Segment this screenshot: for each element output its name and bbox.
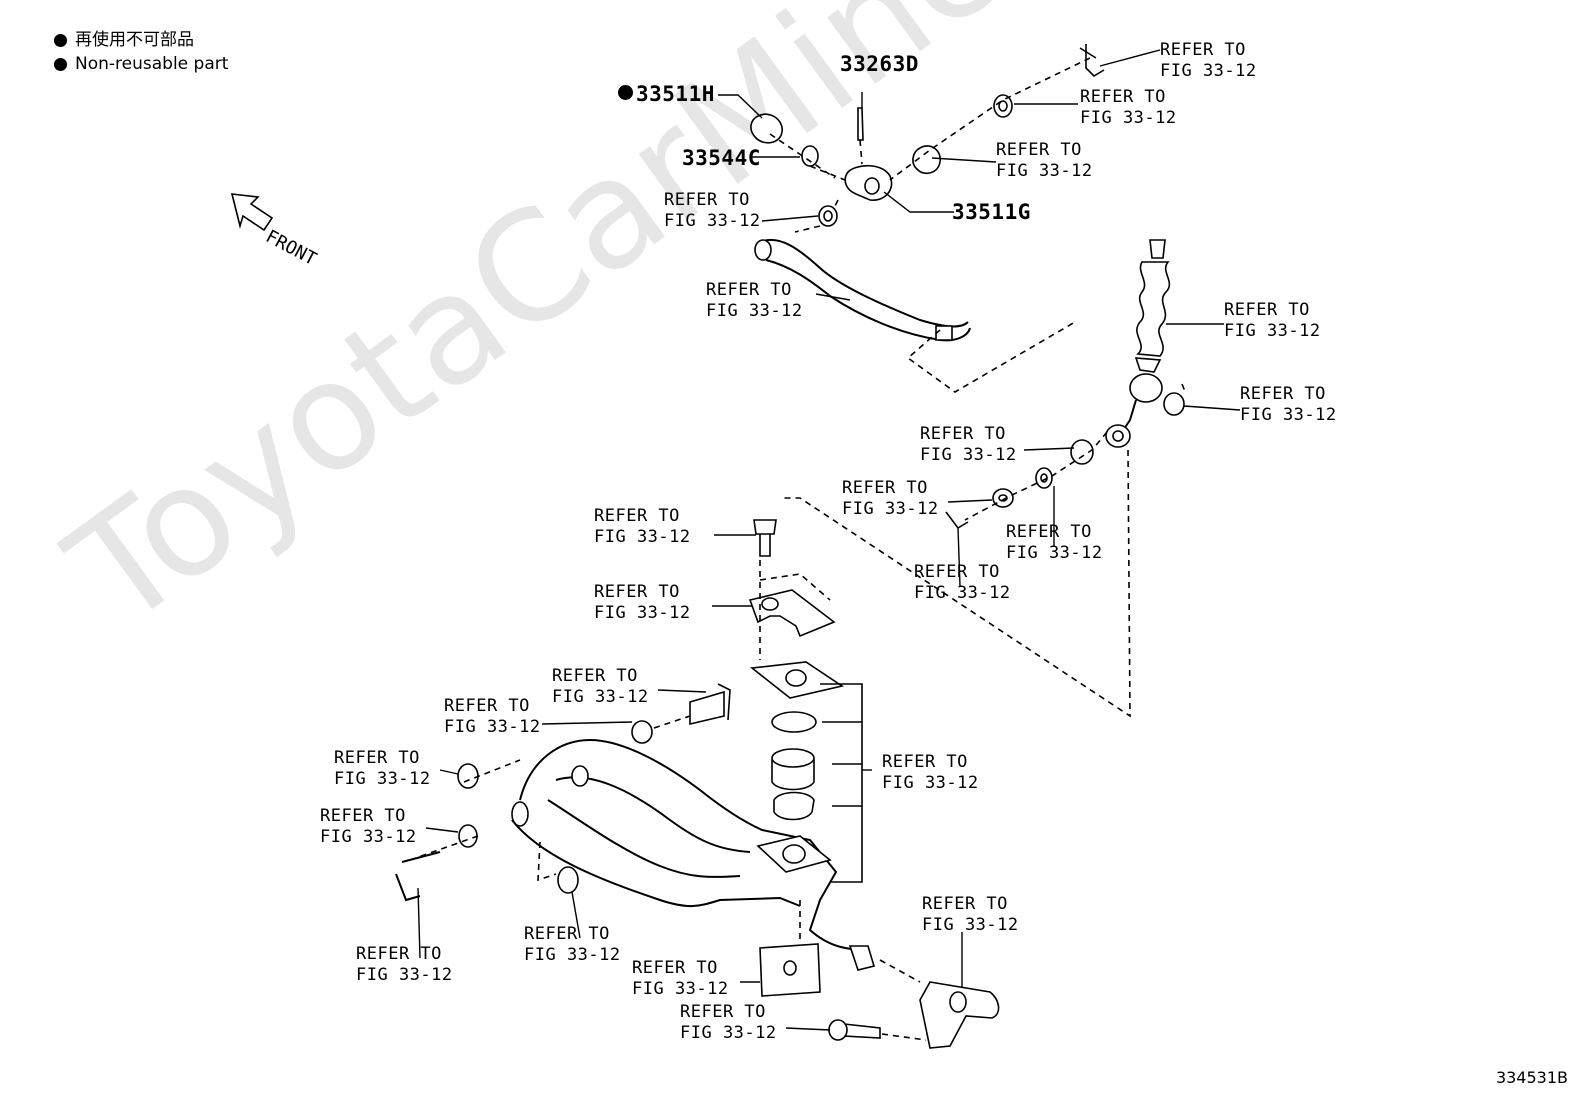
part-number-33544c[interactable]: 33544C xyxy=(682,146,761,170)
legend-row-jp: 再使用不可部品 xyxy=(54,28,228,52)
refer-label[interactable]: REFER TO FIG 33-12 xyxy=(356,944,453,985)
refer-label[interactable]: REFER TO FIG 33-12 xyxy=(552,666,649,707)
bullet-icon xyxy=(54,33,67,47)
bullet-icon xyxy=(54,57,67,71)
part-number-33263d[interactable]: 33263D xyxy=(840,52,919,76)
refer-label[interactable]: REFER TO FIG 33-12 xyxy=(1160,40,1257,81)
refer-label[interactable]: REFER TO FIG 33-12 xyxy=(334,748,431,789)
refer-label[interactable]: REFER TO FIG 33-12 xyxy=(320,806,417,847)
refer-label[interactable]: REFER TO FIG 33-12 xyxy=(706,280,803,321)
refer-label[interactable]: REFER TO FIG 33-12 xyxy=(594,506,691,547)
reference-code: 334531B xyxy=(1495,1068,1568,1087)
legend-label-jp: 再使用不可部品 xyxy=(75,30,194,50)
refer-label[interactable]: REFER TO FIG 33-12 xyxy=(594,582,691,623)
refer-label[interactable]: REFER TO FIG 33-12 xyxy=(922,894,1019,935)
legend-label-en: Non-reusable part xyxy=(75,54,229,74)
legend-row-en: Non-reusable part xyxy=(54,52,228,76)
crossmember xyxy=(395,683,1000,1049)
refer-label[interactable]: REFER TO FIG 33-12 xyxy=(1240,384,1337,425)
upper-linkage xyxy=(750,44,1105,393)
refer-label[interactable]: REFER TO FIG 33-12 xyxy=(882,752,979,793)
refer-label[interactable]: REFER TO FIG 33-12 xyxy=(914,562,1011,603)
refer-label[interactable]: REFER TO FIG 33-12 xyxy=(632,958,729,999)
legend: 再使用不可部品 Non-reusable part xyxy=(54,28,228,76)
refer-label[interactable]: REFER TO FIG 33-12 xyxy=(524,924,621,965)
refer-label[interactable]: REFER TO FIG 33-12 xyxy=(1224,300,1321,341)
refer-label[interactable]: REFER TO FIG 33-12 xyxy=(664,190,761,231)
shift-lever xyxy=(780,239,1187,718)
refer-label[interactable]: REFER TO FIG 33-12 xyxy=(444,696,541,737)
part-number-33511g[interactable]: 33511G xyxy=(952,200,1031,224)
refer-label[interactable]: REFER TO FIG 33-12 xyxy=(920,424,1017,465)
refer-label[interactable]: REFER TO FIG 33-12 xyxy=(1006,522,1103,563)
non-reusable-bullet-icon xyxy=(618,85,633,100)
part-number-33511h: 33511H xyxy=(636,82,715,106)
refer-label[interactable]: REFER TO FIG 33-12 xyxy=(1080,87,1177,128)
leader-lines xyxy=(417,49,1241,1031)
refer-label[interactable]: REFER TO FIG 33-12 xyxy=(680,1002,777,1043)
bracket-assembly xyxy=(748,519,863,883)
part-number-33511h-row[interactable]: 33511H xyxy=(618,82,715,106)
refer-label[interactable]: REFER TO FIG 33-12 xyxy=(996,140,1093,181)
refer-label[interactable]: REFER TO FIG 33-12 xyxy=(842,478,939,519)
front-arrow-icon xyxy=(230,193,274,232)
